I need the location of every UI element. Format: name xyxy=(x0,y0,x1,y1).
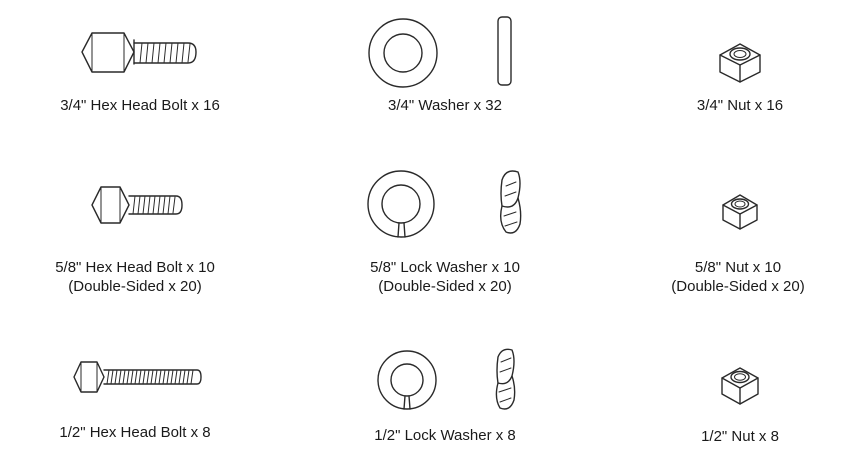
hex-head-bolt-3-4-illustration xyxy=(81,32,197,73)
label-line: (Double-Sided x 20) xyxy=(671,278,805,295)
label-hex-head-bolt-3-4: 3/4" Hex Head Bolt x 16 xyxy=(40,96,240,115)
hex-head-bolt-5-8-illustration xyxy=(91,186,183,224)
hex-head-bolt-1-2-illustration xyxy=(73,361,202,393)
lock-washer-1-2-illustration xyxy=(377,348,516,410)
lock-washer-5-8-illustration xyxy=(367,170,522,238)
label-line: 3/4" Nut x 16 xyxy=(696,97,784,114)
nut-5-8-illustration xyxy=(722,194,758,230)
label-line: 1/2" Nut x 8 xyxy=(701,428,779,445)
label-line: (Double-Sided x 20) xyxy=(378,278,512,295)
label-line: 5/8" Hex Head Bolt x 10 xyxy=(55,259,215,276)
label-line: 3/4" Washer x 32 xyxy=(388,97,502,114)
label-hex-head-bolt-5-8: 5/8" Hex Head Bolt x 10 (Double-Sided x … xyxy=(20,258,250,296)
nut-3-4-illustration xyxy=(719,43,761,83)
label-washer-3-4: 3/4" Washer x 32 xyxy=(345,96,545,115)
label-line: 5/8" Lock Washer x 10 xyxy=(370,259,520,276)
label-line: (Double-Sided x 20) xyxy=(68,278,202,295)
label-line: 5/8" Nut x 10 xyxy=(694,259,782,276)
label-line: 1/2" Hex Head Bolt x 8 xyxy=(59,424,211,441)
label-nut-5-8: 5/8" Nut x 10 (Double-Sided x 20) xyxy=(623,258,843,296)
label-nut-1-2: 1/2" Nut x 8 xyxy=(635,427,843,446)
label-lock-washer-5-8: 5/8" Lock Washer x 10 (Double-Sided x 20… xyxy=(330,258,560,296)
label-hex-head-bolt-1-2: 1/2" Hex Head Bolt x 8 xyxy=(30,423,240,442)
label-lock-washer-1-2: 1/2" Lock Washer x 8 xyxy=(340,426,550,445)
label-line: 3/4" Hex Head Bolt x 16 xyxy=(60,97,220,114)
washer-3-4-illustration xyxy=(368,16,512,88)
nut-1-2-illustration xyxy=(721,367,759,405)
label-line: 1/2" Lock Washer x 8 xyxy=(374,427,516,444)
label-nut-3-4: 3/4" Nut x 16 xyxy=(640,96,840,115)
